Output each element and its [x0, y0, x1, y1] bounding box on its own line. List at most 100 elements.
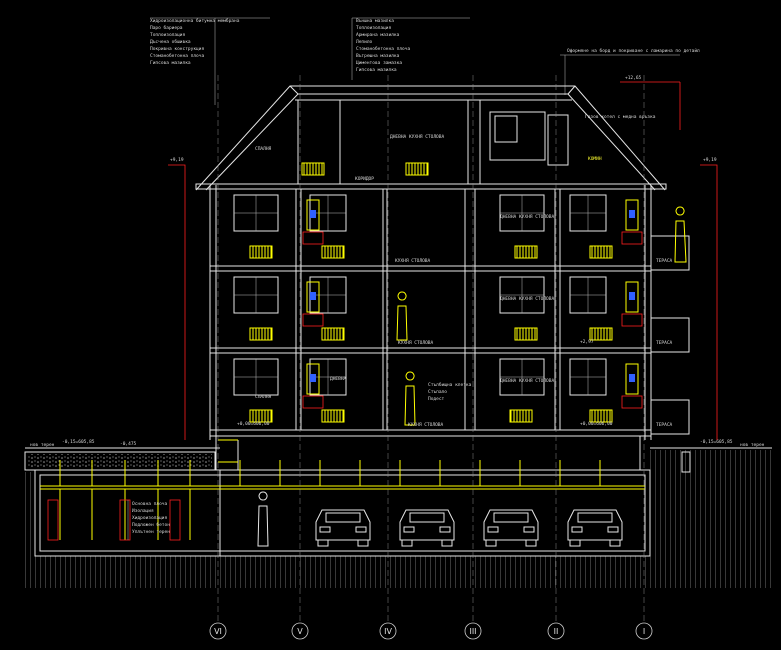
axis-marker-1 — [291, 622, 309, 640]
heating-pipes — [47, 460, 601, 541]
axis-label-3: III — [469, 627, 476, 636]
window-attic — [494, 115, 518, 143]
basement-notes: Основна плочаИзолацияХидроизолацияПодлож… — [127, 500, 170, 540]
room-attic-center: ДНЕВНА КУХНЯ СТОЛОВА — [390, 134, 444, 140]
axis-label-1: V — [297, 627, 303, 636]
axis-label-2: IV — [384, 627, 392, 636]
top-note-left-2: Топлоизолация — [150, 32, 186, 38]
stair-note-1: Стъпало — [428, 389, 447, 395]
gas-boilers — [302, 199, 643, 409]
axis-marker-5 — [635, 622, 653, 640]
top-note-left-5: Стоманобетонна плоча — [150, 52, 204, 59]
top-note-center-5: Вътрешна мазилка — [356, 53, 400, 59]
room-floor2-right: ДНЕВНА КУХНЯ СТОЛОВА — [500, 296, 554, 302]
terrace-label-2: ТЕРАСА — [656, 340, 673, 346]
parked-cars — [315, 509, 623, 547]
top-note-center-0: Външна мазилка — [356, 18, 394, 24]
basement-note-0: Основна плоча — [132, 501, 168, 507]
room-floor2-kitchen: КУХНЯ СТОЛОВА — [398, 340, 434, 346]
riser-1 — [119, 499, 131, 541]
radiator-8 — [250, 410, 272, 422]
radiator-9 — [322, 410, 344, 422]
boiler-1 — [306, 281, 320, 313]
radiator-7 — [590, 328, 612, 340]
radiator-1 — [322, 246, 344, 258]
building-shell — [34, 85, 667, 557]
stair-note-0: Стълбищна клетка — [428, 381, 472, 388]
boiler-0 — [306, 199, 320, 231]
level-slab-right: +2,97 — [580, 339, 594, 345]
axis-label-5: I — [643, 627, 645, 636]
radiator-6 — [515, 328, 537, 340]
top-note-left-6: Гипсова мазилка — [150, 60, 191, 66]
radiator-0 — [250, 246, 272, 258]
basement-note-3: Подложен бетон — [132, 521, 170, 528]
top-note-center-2: Армирана мазилка — [356, 32, 400, 38]
car-3 — [567, 509, 623, 547]
boiler-5 — [625, 363, 639, 395]
radiator-2 — [515, 246, 537, 258]
riser-2 — [169, 499, 181, 541]
room-floor1-right: ДНЕВНА КУХНЯ СТОЛОВА — [500, 378, 554, 384]
radiator-3 — [590, 246, 612, 258]
level-ridge: +12,65 — [625, 75, 642, 81]
car-1 — [399, 509, 455, 547]
terraces: ТЕРАСА ТЕРАСА ТЕРАСА — [650, 235, 690, 435]
basement-note-2: Хидроизолация — [132, 515, 168, 521]
top-note-center-1: Топлоизолация — [356, 25, 392, 31]
terrain-label-right: нов терен — [740, 443, 765, 448]
level-ground-right: -0,15=605,85 — [700, 439, 733, 445]
terrain: нов терен нов терен -0,475 -0,15=605,85 … — [24, 439, 772, 588]
top-note-right: Оформяне на борд и покриване с ламарина … — [567, 47, 700, 54]
boiler-2 — [306, 363, 320, 395]
room-labels: СПАЛНЯ ДНЕВНА КУХНЯ СТОЛОВА КОРИДОР ДНЕВ… — [255, 114, 656, 428]
car-0 — [315, 509, 371, 547]
radiators — [249, 162, 613, 423]
terrace-label-3: ТЕРАСА — [656, 422, 673, 428]
chimney-label: КОМИН — [588, 156, 602, 162]
car-2 — [483, 509, 539, 547]
top-note-center-6: Циментова замазка — [356, 60, 402, 66]
top-note-left-3: Дъсчена обшивка — [150, 38, 191, 45]
axis-marker-0 — [209, 622, 227, 640]
room-floor1-kitchen: КУХНЯ СТОЛОВА — [408, 422, 444, 428]
axis-label-0: VI — [214, 627, 222, 636]
room-floor3-right: ДНЕВНА КУХНЯ СТОЛОВА — [500, 214, 554, 220]
level-existing-left: -0,475 — [120, 441, 137, 447]
top-note-left-4: Покривна конструкция — [150, 46, 204, 52]
radiator-10 — [510, 410, 532, 422]
stair-note-2: Подест — [428, 396, 445, 402]
boiler-note: Газов котел с медна връзка — [585, 114, 656, 120]
windows — [233, 115, 607, 396]
radiator-5 — [322, 328, 344, 340]
radiator-12 — [406, 163, 428, 175]
top-note-center-4: Стоманобетонна плоча — [356, 45, 410, 52]
boiler-3 — [625, 199, 639, 231]
axis-marker-4 — [547, 622, 565, 640]
top-note-center-3: Лепило — [356, 39, 373, 45]
level-floor-left: +0,00=606,00 — [237, 421, 270, 427]
room-floor3-kitchen: КУХНЯ СТОЛОВА — [395, 258, 431, 264]
terrain-label-left: нов терен — [30, 443, 55, 448]
level-eave-left: +9,19 — [170, 157, 184, 163]
top-note-center-7: Гипсова мазилка — [356, 67, 397, 73]
top-note-left-1: Паро бариера — [150, 24, 183, 31]
room-attic-left: СПАЛНЯ — [255, 146, 272, 152]
axis-label-4: II — [554, 627, 559, 636]
level-markers: +9,19 +9,19 +12,65 +0,00=606,00 +0,00=60… — [168, 75, 718, 440]
human-figures — [257, 206, 687, 547]
axis-marker-2 — [379, 622, 397, 640]
boiler-4 — [625, 281, 639, 313]
radiator-13 — [302, 163, 324, 175]
radiator-11 — [590, 410, 612, 422]
top-note-left-0: Хидроизолационна битумна мембрана — [150, 17, 240, 24]
room-corridor: КОРИДОР — [355, 176, 374, 182]
axis-marker-3 — [464, 622, 482, 640]
level-floor-right: +0,00=606,00 — [580, 421, 613, 427]
level-eave-right: +9,19 — [703, 157, 717, 163]
